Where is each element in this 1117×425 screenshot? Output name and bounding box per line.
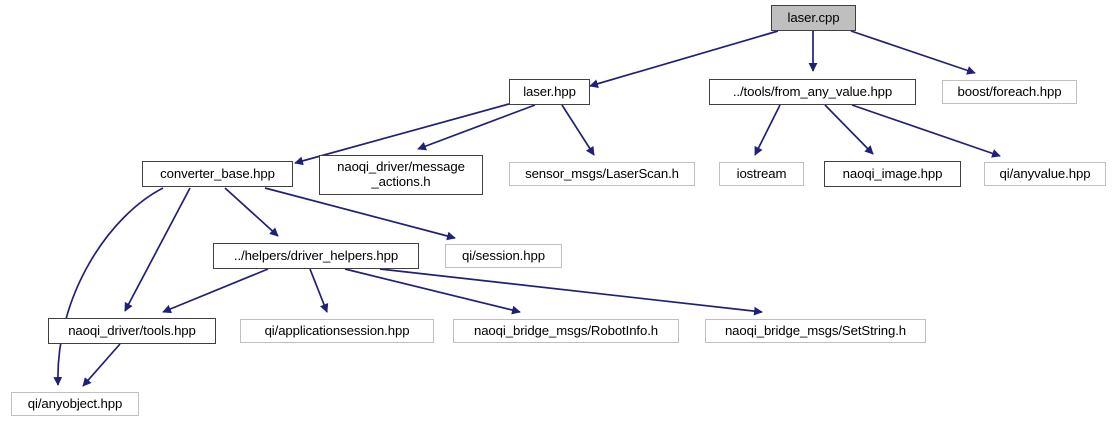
graph-node-label: naoqi_image.hpp [842,165,943,181]
graph-node-label: naoqi_bridge_msgs/RobotInfo.h [473,322,659,338]
graph-node-label: naoqi_driver/message _actions.h [337,159,465,189]
graph-node-label: qi/anyobject.hpp [27,395,123,411]
graph-edge-laser_cpp-to-boost_foreach [850,30,976,75]
graph-node-label: converter_base.hpp [160,165,275,181]
graph-node-robotinfo[interactable]: naoqi_bridge_msgs/RobotInfo.h [453,319,679,343]
graph-edge-from_any_value-to-iostream [754,104,781,156]
graph-edge-laser_hpp-to-converter_base [294,103,510,166]
graph-node-appsession[interactable]: qi/applicationsession.hpp [240,319,434,343]
graph-node-label: ../helpers/driver_helpers.hpp [233,247,399,263]
graph-node-converter_base[interactable]: converter_base.hpp [142,161,293,187]
graph-node-label: laser.hpp [523,83,576,99]
graph-node-laser_hpp[interactable]: laser.hpp [509,79,590,105]
graph-node-message_actions[interactable]: naoqi_driver/message _actions.h [319,155,483,195]
graph-node-laserscan[interactable]: sensor_msgs/LaserScan.h [509,162,695,186]
graph-edge-driver_helpers-to-setstring [379,268,763,316]
graph-edge-driver_helpers-to-appsession [309,268,329,313]
graph-edge-tools_hpp-to-qi_anyobject [82,343,121,387]
graph-edge-from_any_value-to-qi_anyvalue [851,104,1001,158]
graph-node-qi_session[interactable]: qi/session.hpp [445,244,562,268]
graph-node-qi_anyvalue[interactable]: qi/anyvalue.hpp [984,162,1106,186]
graph-node-label: qi/applicationsession.hpp [264,322,410,338]
graph-edge-driver_helpers-to-robotinfo [344,268,521,315]
graph-edge-driver_helpers-to-tools_hpp [162,268,269,314]
graph-node-naoqi_image[interactable]: naoqi_image.hpp [824,161,961,187]
graph-node-label: qi/session.hpp [462,247,545,263]
graph-node-laser_cpp[interactable]: laser.cpp [771,5,856,31]
graph-node-from_any_value[interactable]: ../tools/from_any_value.hpp [709,79,916,105]
graph-node-boost_foreach[interactable]: boost/foreach.hpp [942,80,1077,104]
graph-edge-laser_hpp-to-laserscan [561,104,595,156]
graph-node-label: iostream [736,165,787,181]
graph-edge-converter_base-to-driver_helpers [224,187,279,237]
graph-node-label: naoqi_driver/tools.hpp [68,322,196,338]
graph-node-label: ../tools/from_any_value.hpp [732,83,893,99]
graph-node-setstring[interactable]: naoqi_bridge_msgs/SetString.h [705,319,926,343]
graph-node-iostream[interactable]: iostream [719,162,804,186]
graph-edge-laser_hpp-to-message_actions [417,104,536,151]
graph-node-driver_helpers[interactable]: ../helpers/driver_helpers.hpp [213,243,419,269]
graph-edge-from_any_value-to-naoqi_image [824,104,874,155]
graph-edge-laser_cpp-to-laser_hpp [589,30,779,89]
graph-node-tools_hpp[interactable]: naoqi_driver/tools.hpp [48,318,216,344]
graph-node-qi_anyobject[interactable]: qi/anyobject.hpp [11,392,139,416]
graph-node-label: sensor_msgs/LaserScan.h [525,165,679,181]
graph-node-label: laser.cpp [787,9,840,25]
graph-node-label: qi/anyvalue.hpp [999,165,1091,181]
graph-edge-converter_base-to-qi_session [264,187,456,241]
graph-node-label: naoqi_bridge_msgs/SetString.h [724,322,907,338]
graph-edge-converter_base-to-qi_anyobject [53,187,164,386]
graph-edge-converter_base-to-tools_hpp [124,187,191,312]
graph-node-label: boost/foreach.hpp [957,83,1062,99]
